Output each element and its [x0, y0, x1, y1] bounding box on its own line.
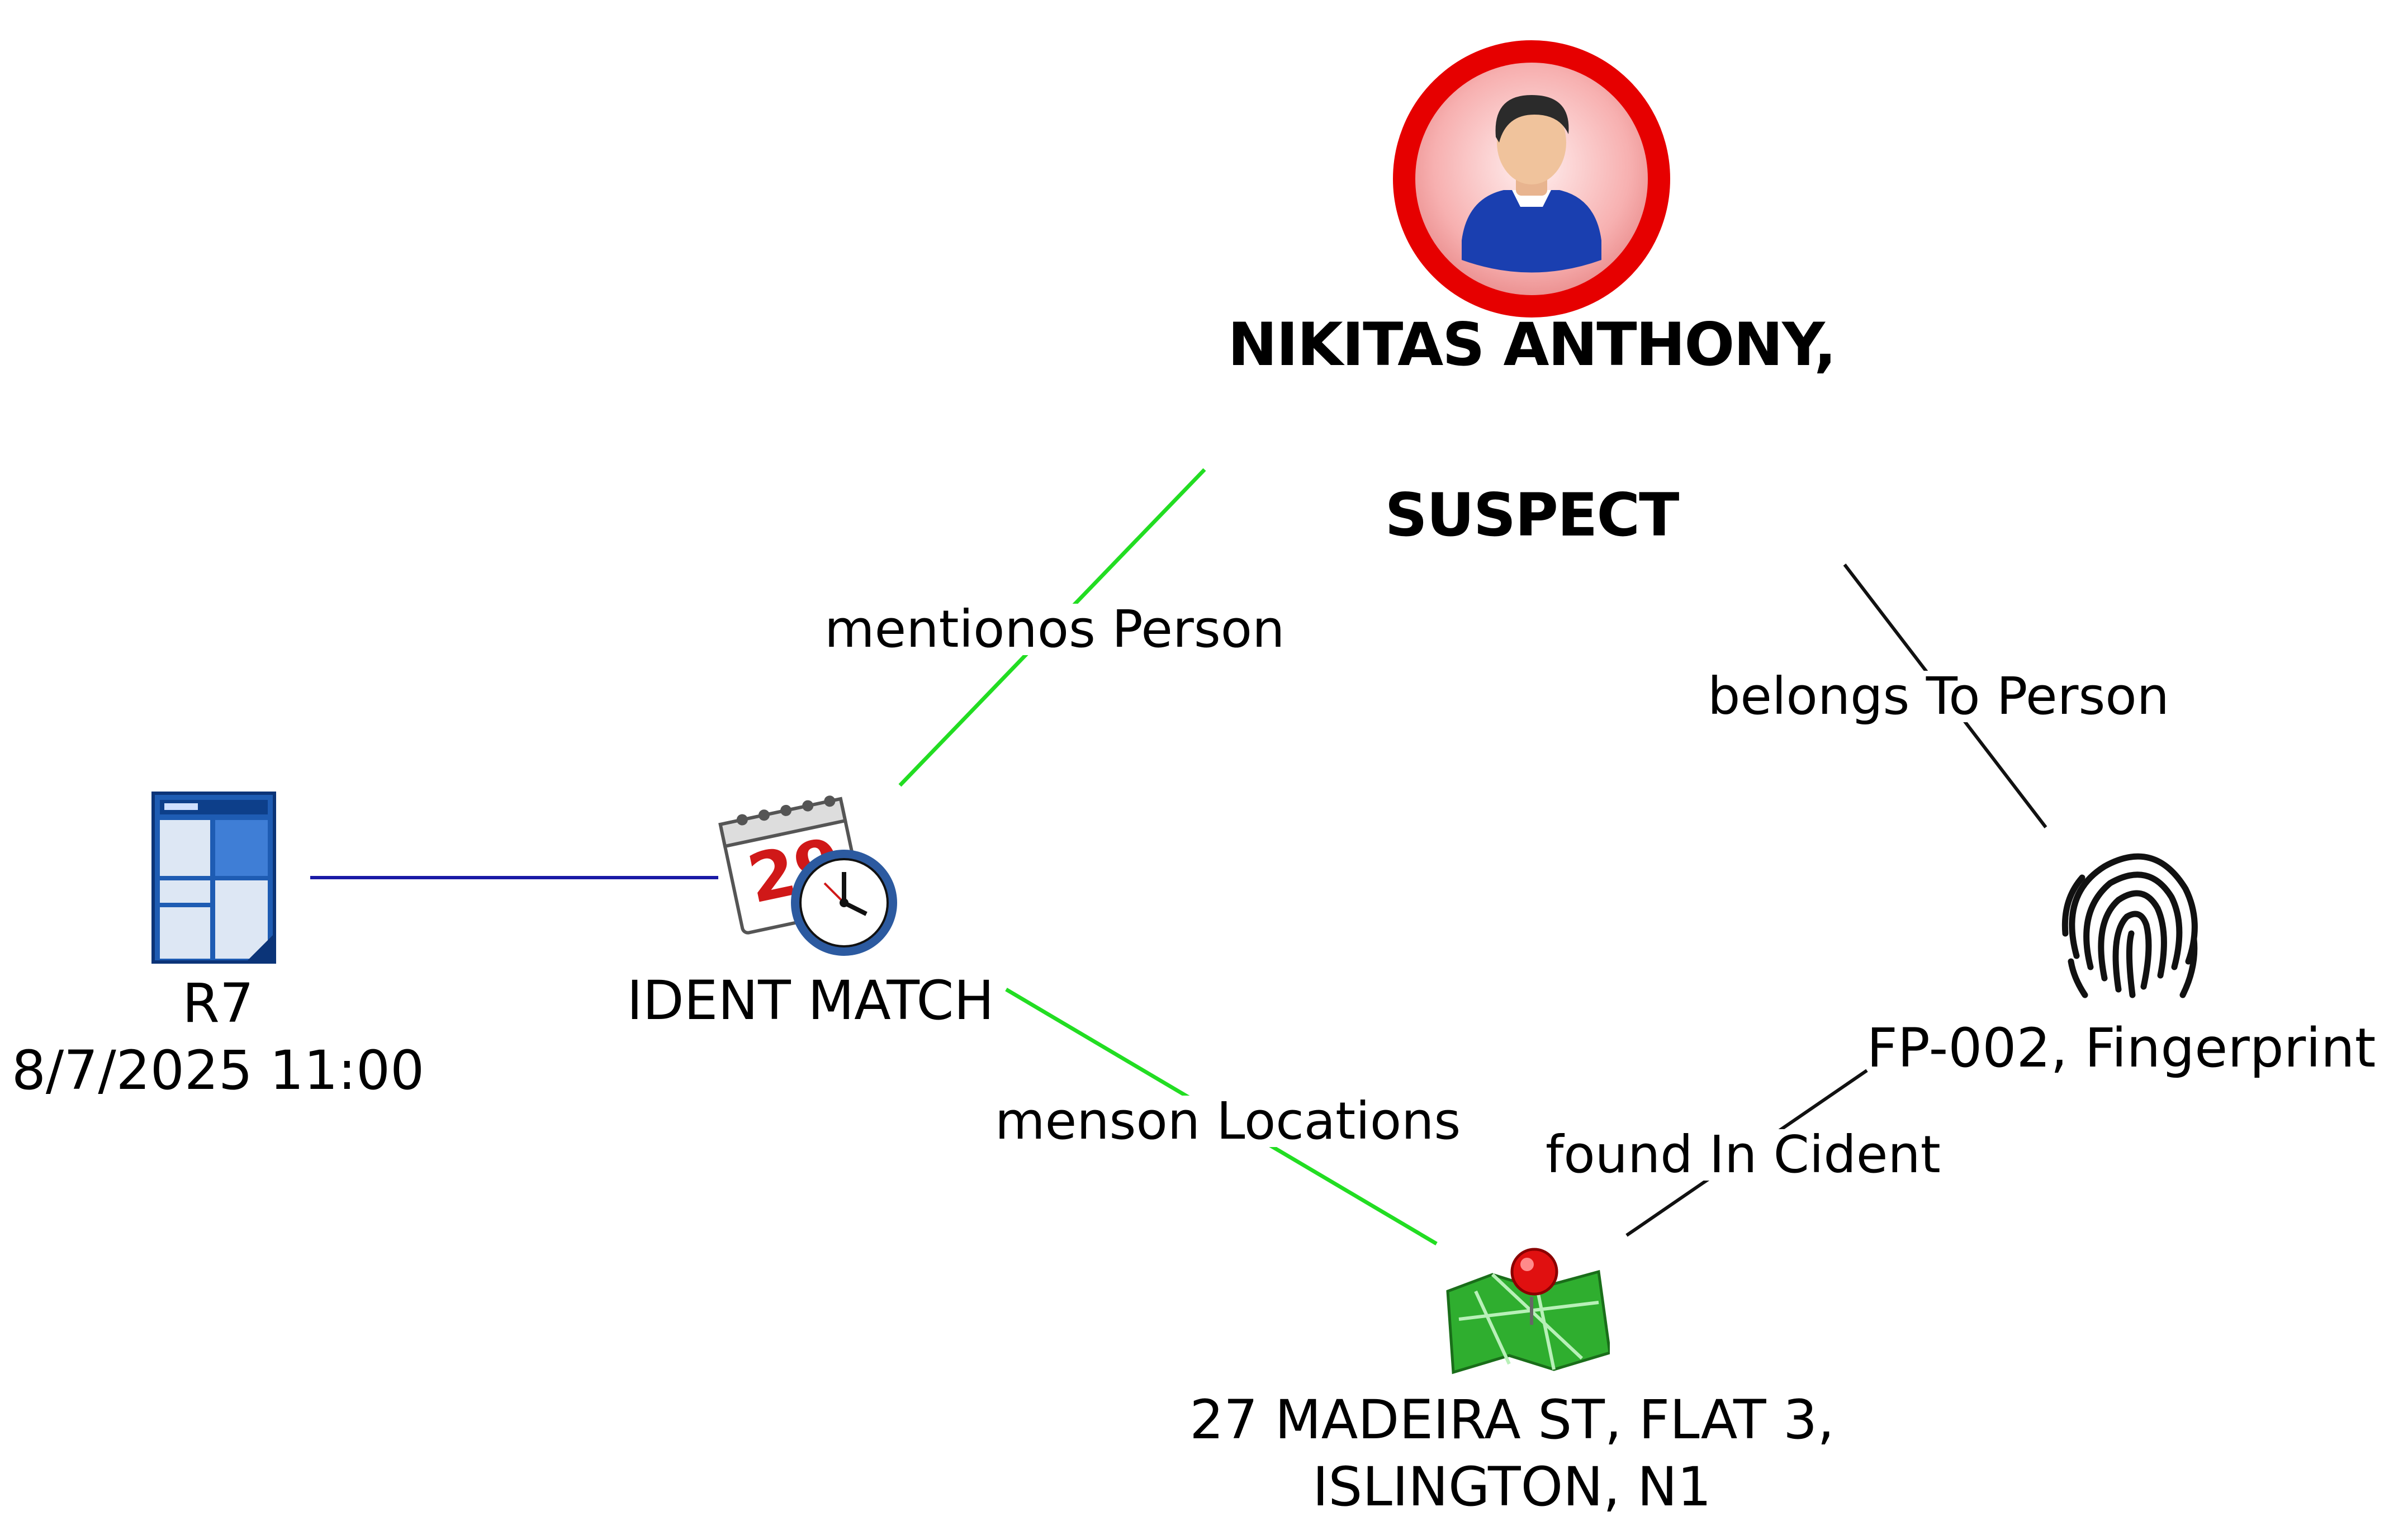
report-id-text: R7 [182, 972, 254, 1035]
link-label-mentions-person: mentionos Person [819, 604, 1291, 655]
location-node[interactable] [1442, 1230, 1611, 1375]
report-node[interactable] [151, 791, 277, 964]
fingerprint-label: FP-002, Fingerprint [1866, 1017, 2376, 1079]
location-label: 27 MADEIRA ST, FLAT 3, ISLINGTON, N1 [1163, 1386, 1861, 1520]
calendar-clock-icon: 29 [718, 795, 897, 956]
report-datetime-text: 8/7/2025 11:00 [11, 1039, 425, 1102]
event-node[interactable]: 29 [718, 788, 908, 967]
location-address-line2: ISLINGTON, N1 [1312, 1456, 1712, 1518]
suspect-name-label: NIKITAS ANTHONY, [1227, 310, 1836, 379]
report-label: R7 8/7/2025 11:00 [6, 970, 430, 1104]
document-report-icon [151, 792, 276, 964]
link-label-mention-locations: menson Locations [989, 1096, 1467, 1147]
event-label: IDENT MATCH [627, 969, 994, 1032]
suspect-node[interactable] [1392, 39, 1671, 319]
fingerprint-node[interactable] [2043, 827, 2211, 1012]
map-pin-icon [1446, 1248, 1611, 1375]
person-avatar-icon [1393, 40, 1670, 318]
link-label-belongs-to-person: belongs To Person [1702, 671, 2175, 722]
fingerprint-icon [2061, 853, 2198, 998]
location-address-line1: 27 MADEIRA ST, FLAT 3, [1189, 1389, 1835, 1451]
suspect-role-label: SUSPECT [1385, 481, 1680, 549]
link-label-found-in-incident: found In Cident [1540, 1129, 1946, 1181]
